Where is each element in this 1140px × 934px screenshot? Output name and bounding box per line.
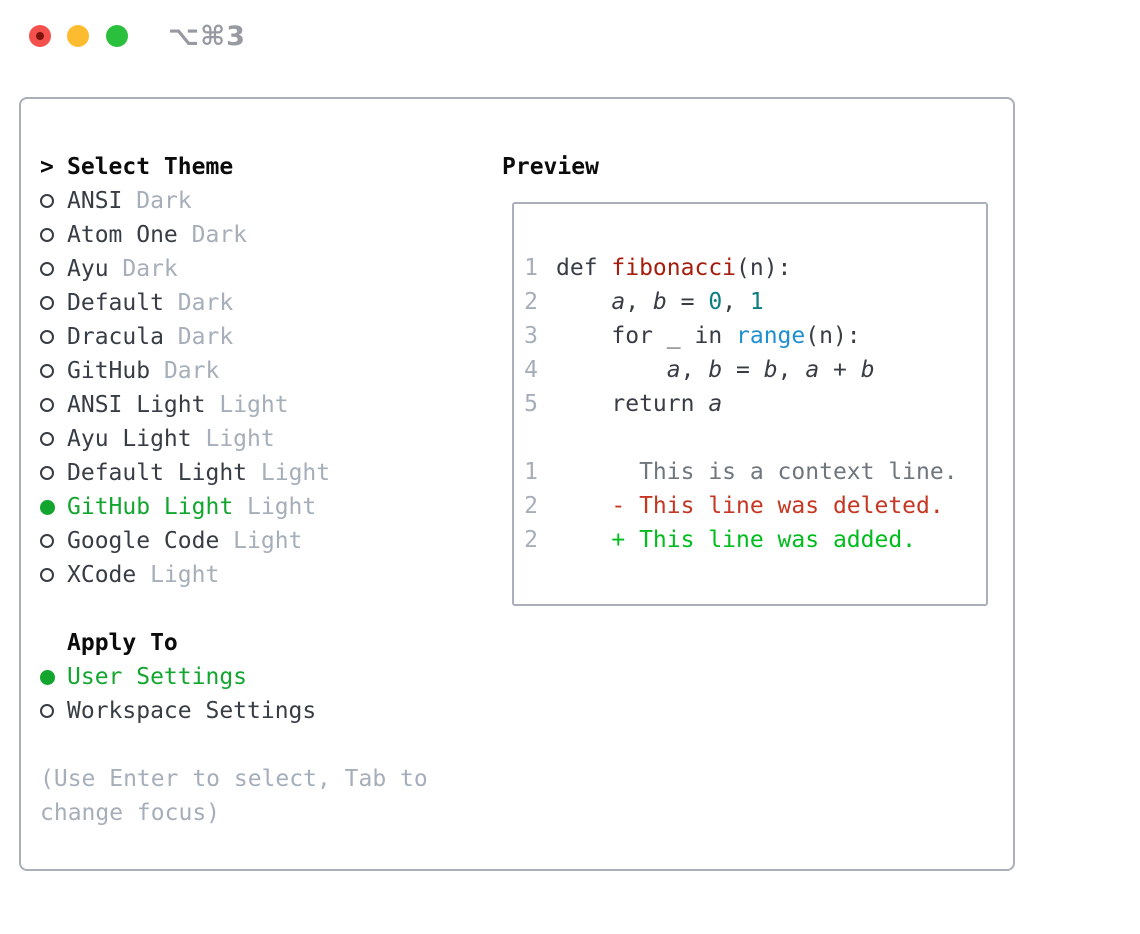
diff-deleted-line: 2 - This line was deleted. [524, 489, 986, 523]
theme-option[interactable]: Dracula Dark [40, 320, 480, 354]
theme-option[interactable]: Google Code Light [40, 524, 480, 558]
minimize-button[interactable] [67, 25, 89, 47]
code-line: 1 def fibonacci(n): [524, 251, 986, 285]
line-number: 1 [524, 459, 538, 485]
theme-option[interactable]: Default Dark [40, 286, 480, 320]
preview-title: Preview [502, 154, 599, 180]
radio-unselected-icon[interactable] [40, 388, 67, 422]
radio-unselected-icon[interactable] [40, 456, 67, 490]
line-content: - This line was deleted. [556, 493, 944, 519]
radio-unselected-icon[interactable] [40, 218, 67, 252]
select-theme-title: Select Theme [67, 154, 234, 180]
blank-line [524, 421, 986, 455]
radio-unselected-icon[interactable] [40, 354, 67, 388]
radio-unselected-icon[interactable] [40, 286, 67, 320]
theme-option[interactable]: ANSI Dark [40, 184, 480, 218]
theme-option-label: Default Dark [67, 290, 234, 316]
theme-option-label: Atom One Dark [67, 222, 248, 248]
code-line: 2 a, b = 0, 1 [524, 285, 986, 319]
keyboard-hint-text: (Use Enter to select, Tab to change focu… [40, 766, 428, 826]
radio-unselected-icon[interactable] [40, 694, 67, 728]
line-number: 5 [524, 391, 538, 417]
theme-option[interactable]: Ayu Light Light [40, 422, 480, 456]
line-number: 2 [524, 493, 538, 519]
line-number: 4 [524, 357, 538, 383]
close-button[interactable] [29, 25, 51, 47]
code-line: 5 return a [524, 387, 986, 421]
radio-unselected-icon[interactable] [40, 252, 67, 286]
zoom-button[interactable] [106, 25, 128, 47]
theme-option[interactable]: Default Light Light [40, 456, 480, 490]
line-content: This is a context line. [556, 459, 958, 485]
apply-to-option[interactable]: User Settings [40, 660, 480, 694]
radio-selected-icon[interactable] [40, 660, 67, 694]
theme-option-label: Dracula Dark [67, 324, 234, 350]
line-content: + This line was added. [556, 527, 917, 553]
line-content: a, b = 0, 1 [611, 289, 764, 315]
select-theme-header: > Select Theme [40, 150, 480, 184]
line-content: a, b = b, a + b [666, 357, 875, 383]
theme-option-label: XCode Light [67, 562, 220, 588]
apply-to-option-label: User Settings [67, 664, 248, 690]
line-number [524, 421, 538, 455]
keyboard-shortcut-label: ⌥⌘3 [168, 21, 246, 52]
line-number: 3 [524, 323, 538, 349]
diff-added-line: 2 + This line was added. [524, 523, 986, 557]
theme-option-label: GitHub Light Light [67, 494, 317, 520]
line-content: return a [556, 391, 723, 417]
line-content: def fibonacci(n): [556, 255, 792, 281]
theme-option-label: ANSI Dark [67, 188, 192, 214]
theme-option-label: Ayu Dark [67, 256, 178, 282]
theme-option-label: Google Code Light [67, 528, 303, 554]
apply-to-option-label: Workspace Settings [67, 698, 317, 724]
apply-to-header: Apply To [40, 626, 480, 660]
radio-unselected-icon[interactable] [40, 422, 67, 456]
radio-unselected-icon[interactable] [40, 558, 67, 592]
theme-option-label: ANSI Light Light [67, 392, 289, 418]
radio-selected-icon[interactable] [40, 490, 67, 524]
radio-unselected-icon[interactable] [40, 524, 67, 558]
theme-option[interactable]: GitHub Light Light [40, 490, 480, 524]
theme-option-label: Default Light Light [67, 460, 331, 486]
radio-unselected-icon[interactable] [40, 320, 67, 354]
window-titlebar[interactable]: ⌥⌘3 [0, 0, 1140, 72]
line-number: 1 [524, 255, 538, 281]
theme-option[interactable]: Ayu Dark [40, 252, 480, 286]
apply-to-option[interactable]: Workspace Settings [40, 694, 480, 728]
radio-unselected-icon[interactable] [40, 184, 67, 218]
theme-option[interactable]: ANSI Light Light [40, 388, 480, 422]
line-number: 2 [524, 527, 538, 553]
focus-caret-icon: > [40, 154, 54, 180]
theme-option[interactable]: Atom One Dark [40, 218, 480, 252]
code-line: 4 a, b = b, a + b [524, 353, 986, 387]
theme-option-label: GitHub Dark [67, 358, 220, 384]
diff-context-line: 1 This is a context line. [524, 455, 986, 489]
code-line: 3 for _ in range(n): [524, 319, 986, 353]
line-number: 2 [524, 289, 538, 315]
line-content: for _ in range(n): [556, 323, 861, 349]
apply-to-title: Apply To [67, 630, 178, 656]
theme-option-label: Ayu Light Light [67, 426, 275, 452]
theme-option[interactable]: XCode Light [40, 558, 480, 592]
theme-option[interactable]: GitHub Dark [40, 354, 480, 388]
